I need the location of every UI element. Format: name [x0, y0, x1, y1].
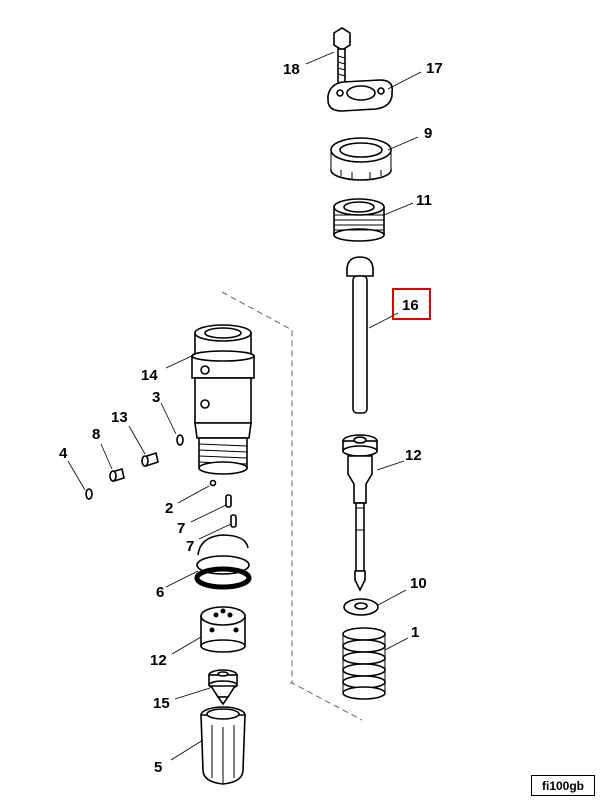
part-7-pin-lower	[230, 514, 237, 528]
label-1: 1	[411, 624, 419, 641]
leader-lines	[67, 51, 422, 761]
label-14: 14	[141, 367, 158, 384]
label-10: 10	[410, 575, 427, 592]
figure-code-box: fi100gb	[531, 775, 595, 796]
label-17: 17	[426, 60, 443, 77]
label-13: 13	[111, 409, 128, 426]
part-13-screw	[141, 451, 159, 468]
part-12-spindle	[342, 434, 378, 592]
label-16: 16	[402, 297, 419, 314]
part-labels: 18 17 9 11 16 14 3 13 8 4 12 2 7 7 6 10 …	[59, 60, 443, 776]
label-11: 11	[416, 192, 432, 209]
part-11-bush	[333, 198, 385, 242]
part-7-pin-upper	[225, 494, 232, 508]
part-2-ball	[209, 479, 217, 487]
label-8: 8	[92, 426, 100, 443]
part-4-ring	[85, 488, 93, 500]
part-6-rings	[194, 534, 252, 590]
part-16-rod	[346, 256, 374, 414]
figure-code: fi100gb	[541, 778, 584, 793]
label-3: 3	[152, 389, 160, 406]
label-12-right: 12	[405, 447, 422, 464]
part-1-spring	[342, 627, 386, 700]
part-8-fitting	[109, 467, 125, 483]
part-17-plate	[327, 79, 394, 112]
highlight-box-16	[392, 288, 431, 320]
part-10-washer	[343, 598, 379, 616]
label-18: 18	[283, 61, 300, 78]
label-12-left: 12	[150, 652, 167, 669]
label-2: 2	[165, 500, 173, 517]
part-14-holder-body	[191, 324, 255, 475]
label-4: 4	[59, 445, 68, 462]
part-9-nut	[330, 137, 392, 181]
part-15-nozzle	[208, 669, 238, 706]
part-5-cap-nut	[200, 706, 246, 785]
assembly-guide-lines	[221, 291, 363, 721]
label-6: 6	[156, 584, 164, 601]
label-7-lower: 7	[186, 538, 194, 555]
label-7-upper: 7	[177, 520, 185, 537]
part-3-ring	[176, 434, 184, 446]
part-18-bolt	[333, 27, 351, 84]
label-9: 9	[424, 125, 432, 142]
label-15: 15	[153, 695, 170, 712]
label-5: 5	[154, 759, 162, 776]
part-12-intermediate	[200, 606, 246, 653]
